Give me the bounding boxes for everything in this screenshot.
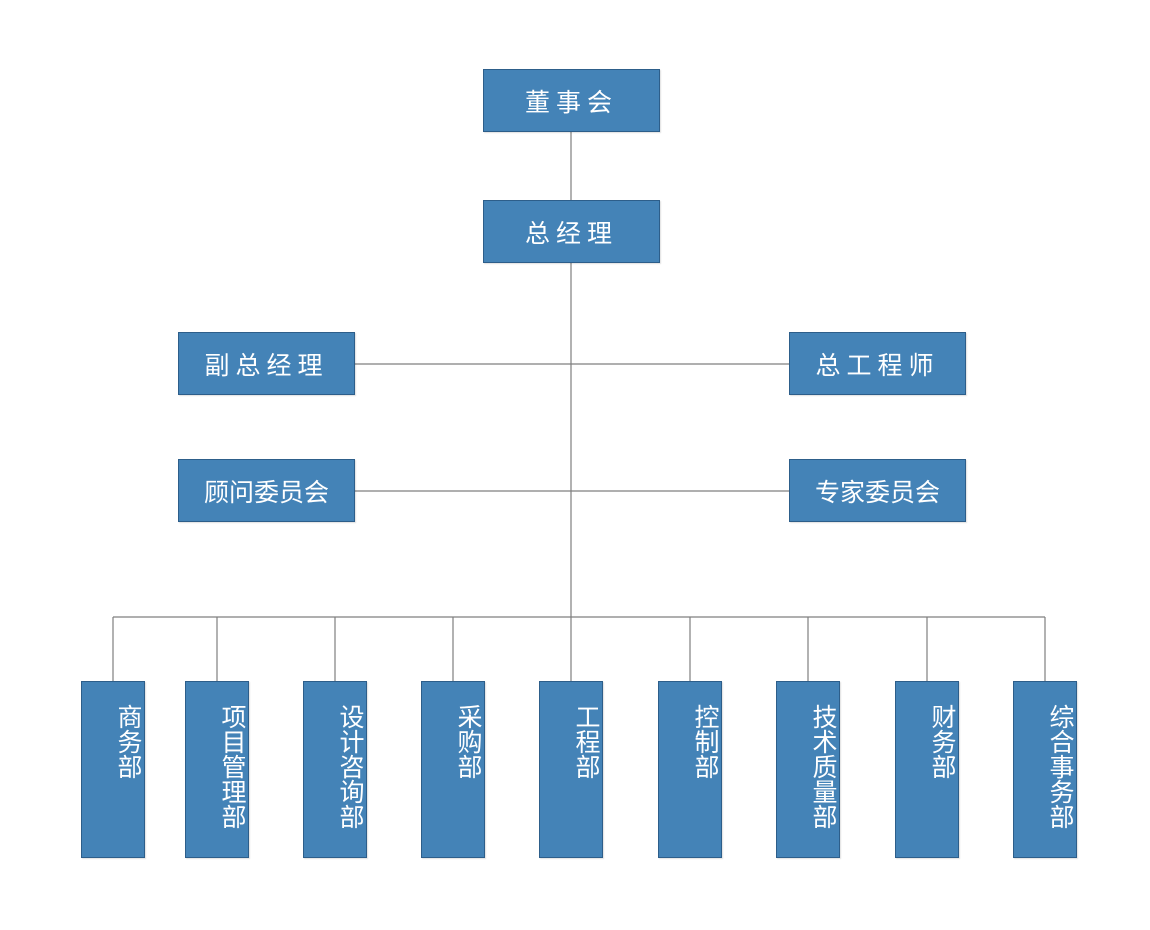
advisory-committee-label: 顾问委员会 xyxy=(203,477,329,507)
dept-label: 综合事务部 xyxy=(1046,704,1075,829)
advisory-committee-box: 顾问委员会 xyxy=(178,459,355,522)
dept-box: 综合事务部 xyxy=(1013,681,1077,858)
chief-engineer-box: 总工程师 xyxy=(789,332,966,395)
expert-committee-label: 专家委员会 xyxy=(814,477,940,507)
chief-engineer-label: 总工程师 xyxy=(815,350,940,380)
dept-label: 商务部 xyxy=(114,704,143,779)
board-box: 董事会 xyxy=(483,69,660,132)
dept-label: 采购部 xyxy=(454,704,483,779)
dept-box: 商务部 xyxy=(81,681,145,858)
general-manager-box: 总经理 xyxy=(483,200,660,263)
dept-box: 采购部 xyxy=(421,681,485,858)
dept-box: 工程部 xyxy=(539,681,603,858)
dept-label: 控制部 xyxy=(691,704,720,779)
dept-label: 技术质量部 xyxy=(809,704,838,829)
dept-box: 项目管理部 xyxy=(185,681,249,858)
expert-committee-box: 专家委员会 xyxy=(789,459,966,522)
deputy-gm-box: 副总经理 xyxy=(178,332,355,395)
dept-label: 项目管理部 xyxy=(218,704,247,829)
dept-box: 技术质量部 xyxy=(776,681,840,858)
dept-label: 工程部 xyxy=(572,704,601,779)
dept-box: 控制部 xyxy=(658,681,722,858)
dept-box: 财务部 xyxy=(895,681,959,858)
dept-box: 设计咨询部 xyxy=(303,681,367,858)
dept-label: 设计咨询部 xyxy=(336,704,365,829)
general-manager-label: 总经理 xyxy=(524,218,618,248)
deputy-gm-label: 副总经理 xyxy=(204,350,329,380)
board-label: 董事会 xyxy=(524,87,618,117)
dept-label: 财务部 xyxy=(928,704,957,779)
